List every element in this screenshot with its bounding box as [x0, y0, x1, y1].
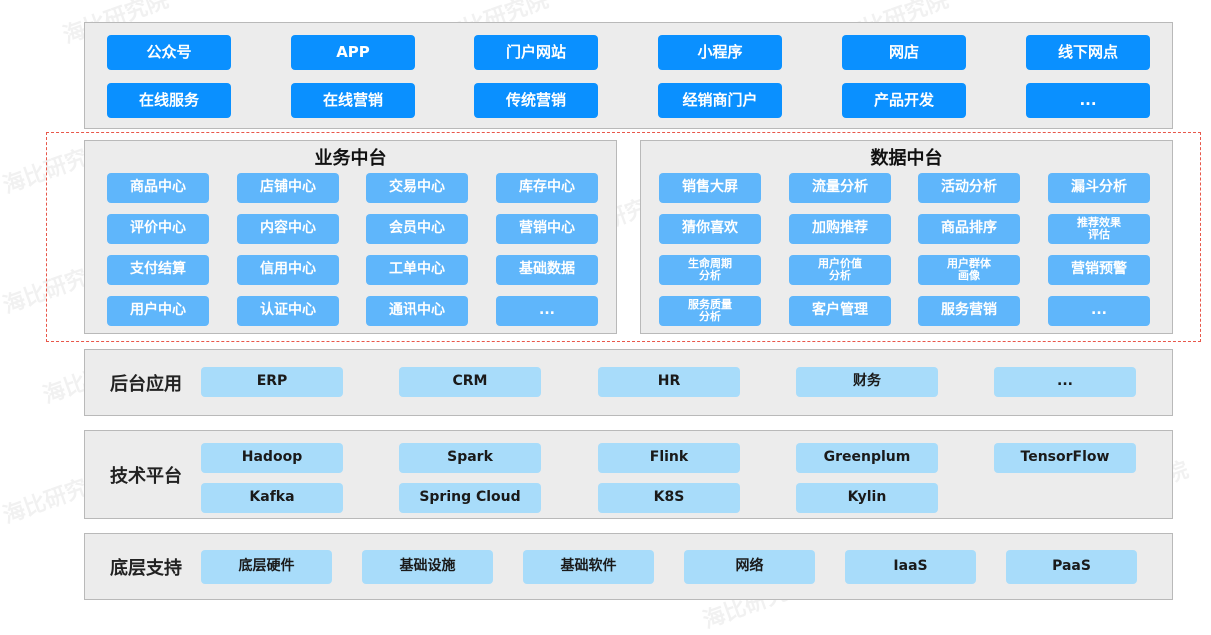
infra-item: 网络 [684, 550, 815, 584]
data-item: 活动分析 [918, 173, 1020, 203]
channel-item: ... [1026, 83, 1150, 118]
infra-item: 基础软件 [523, 550, 654, 584]
infra-item: PaaS [1006, 550, 1137, 584]
business-title: 业务中台 [314, 148, 387, 169]
business-item: 支付结算 [107, 255, 209, 285]
business-item: 会员中心 [366, 214, 468, 244]
business-item: 内容中心 [237, 214, 339, 244]
data-item: 生命周期分析 [659, 255, 761, 285]
tech-item: Spark [399, 443, 541, 473]
data-item: ... [1048, 296, 1150, 326]
tech-item: K8S [598, 483, 740, 513]
business-item: 商品中心 [107, 173, 209, 203]
business-item: ... [496, 296, 598, 326]
tech-item: Spring Cloud [399, 483, 541, 513]
data-item: 推荐效果评估 [1048, 214, 1150, 244]
business-item: 用户中心 [107, 296, 209, 326]
business-item: 基础数据 [496, 255, 598, 285]
channels-panel [84, 22, 1173, 129]
backend-label: 后台应用 [110, 373, 182, 395]
data-item: 漏斗分析 [1048, 173, 1150, 203]
business-item: 信用中心 [237, 255, 339, 285]
tech-item: TensorFlow [994, 443, 1136, 473]
data-item: 服务营销 [918, 296, 1020, 326]
backend-item: CRM [399, 367, 541, 397]
data-title: 数据中台 [870, 148, 943, 169]
business-item: 通讯中心 [366, 296, 468, 326]
backend-item: ERP [201, 367, 343, 397]
data-item: 加购推荐 [789, 214, 891, 244]
business-item: 评价中心 [107, 214, 209, 244]
business-item: 库存中心 [496, 173, 598, 203]
business-item: 交易中心 [366, 173, 468, 203]
tech-item: Greenplum [796, 443, 938, 473]
data-item: 用户群体画像 [918, 255, 1020, 285]
data-item: 商品排序 [918, 214, 1020, 244]
tech-item: Kylin [796, 483, 938, 513]
backend-item: 财务 [796, 367, 938, 397]
business-item: 营销中心 [496, 214, 598, 244]
channel-item: 在线营销 [291, 83, 415, 118]
channel-item: 传统营销 [474, 83, 598, 118]
tech-item: Kafka [201, 483, 343, 513]
data-item: 客户管理 [789, 296, 891, 326]
backend-item: HR [598, 367, 740, 397]
tech-item: Hadoop [201, 443, 343, 473]
channel-item: 网店 [842, 35, 966, 70]
data-item: 营销预警 [1048, 255, 1150, 285]
channel-item: 公众号 [107, 35, 231, 70]
infra-label: 底层支持 [110, 557, 182, 579]
channel-item: 线下网点 [1026, 35, 1150, 70]
data-item: 销售大屏 [659, 173, 761, 203]
data-item: 服务质量分析 [659, 296, 761, 326]
infra-item: 底层硬件 [201, 550, 332, 584]
tech-label: 技术平台 [110, 465, 182, 487]
infra-item: IaaS [845, 550, 976, 584]
data-item: 流量分析 [789, 173, 891, 203]
infra-item: 基础设施 [362, 550, 493, 584]
backend-item: ... [994, 367, 1136, 397]
channel-item: 在线服务 [107, 83, 231, 118]
business-item: 店铺中心 [237, 173, 339, 203]
business-item: 认证中心 [237, 296, 339, 326]
channel-item: 小程序 [658, 35, 782, 70]
channel-item: 经销商门户 [658, 83, 782, 118]
data-item: 用户价值分析 [789, 255, 891, 285]
business-item: 工单中心 [366, 255, 468, 285]
channel-item: 门户网站 [474, 35, 598, 70]
tech-item: Flink [598, 443, 740, 473]
channel-item: 产品开发 [842, 83, 966, 118]
channel-item: APP [291, 35, 415, 70]
data-item: 猜你喜欢 [659, 214, 761, 244]
